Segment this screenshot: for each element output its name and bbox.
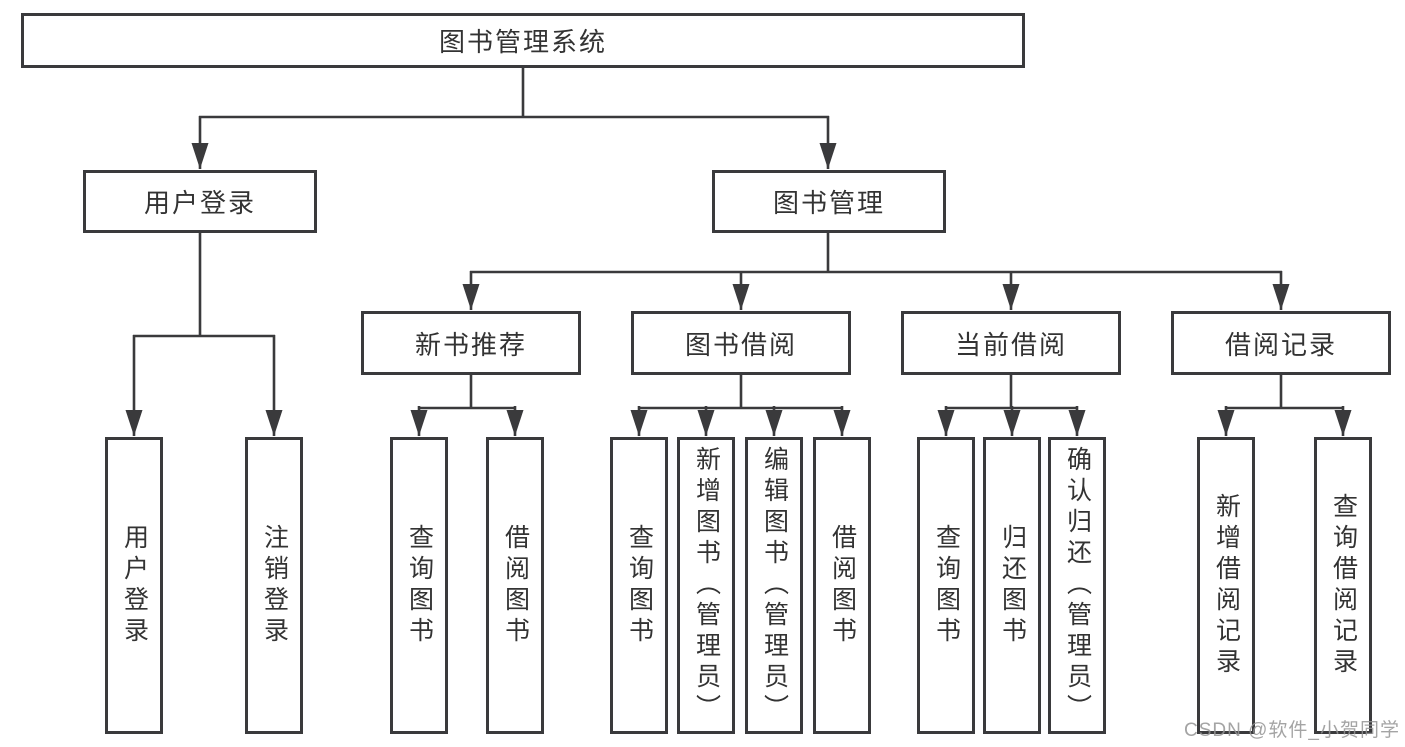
leaf-recommend-query-books: 查询图书 xyxy=(390,437,448,734)
node-current-borrowing-label: 当前借阅 xyxy=(954,329,1067,360)
leaf-borrow-edit-books-admin-label: 编辑图书（管理员） xyxy=(760,446,789,725)
node-borrow-records-label: 借阅记录 xyxy=(1224,329,1337,360)
leaf-recommend-borrow-books: 借阅图书 xyxy=(486,437,544,734)
leaf-borrow-borrow-books: 借阅图书 xyxy=(813,437,871,734)
edges-book-management xyxy=(462,233,1290,310)
node-current-borrowing: 当前借阅 xyxy=(901,311,1121,375)
node-book-management-label: 图书管理 xyxy=(772,188,885,218)
leaf-recommend-query-books-label: 查询图书 xyxy=(405,523,434,648)
leaf-logout-label: 注销登录 xyxy=(260,523,289,648)
leaf-borrow-borrow-books-label: 借阅图书 xyxy=(828,523,857,648)
leaf-borrow-add-books-admin: 新增图书（管理员） xyxy=(677,437,735,734)
leaf-records-add-borrow-record-label: 新增借阅记录 xyxy=(1212,492,1241,679)
leaf-current-confirm-return-admin: 确认归还（管理员） xyxy=(1048,437,1106,734)
node-book-borrowing: 图书借阅 xyxy=(631,311,851,375)
leaf-current-confirm-return-admin-label: 确认归还（管理员） xyxy=(1063,446,1092,725)
leaf-logout: 注销登录 xyxy=(245,437,303,734)
leaf-recommend-borrow-books-label: 借阅图书 xyxy=(501,523,530,648)
leaf-current-return-books-label: 归还图书 xyxy=(998,523,1027,648)
leaf-borrow-query-books-label: 查询图书 xyxy=(625,523,654,648)
csdn-watermark: CSDN @软件_小贺同学 xyxy=(1184,720,1400,741)
node-book-borrowing-label: 图书借阅 xyxy=(684,329,797,360)
edges-user-login xyxy=(125,233,283,436)
leaf-records-query-borrow-record: 查询借阅记录 xyxy=(1314,437,1372,734)
node-root: 图书管理系统 xyxy=(21,13,1025,68)
leaf-records-query-borrow-record-label: 查询借阅记录 xyxy=(1329,492,1358,679)
node-book-management: 图书管理 xyxy=(712,170,946,233)
node-user-login-label: 用户登录 xyxy=(143,188,256,218)
node-new-book-recommend-label: 新书推荐 xyxy=(414,329,527,360)
leaf-current-return-books: 归还图书 xyxy=(983,437,1041,734)
node-new-book-recommend: 新书推荐 xyxy=(361,311,581,375)
leaf-borrow-query-books: 查询图书 xyxy=(610,437,668,734)
leaf-user-login-label: 用户登录 xyxy=(120,523,149,648)
leaf-current-query-books-label: 查询图书 xyxy=(932,523,961,648)
node-root-label: 图书管理系统 xyxy=(438,27,607,57)
leaf-borrow-add-books-admin-label: 新增图书（管理员） xyxy=(692,446,721,725)
edges-book-borrowing xyxy=(630,375,851,436)
leaf-user-login: 用户登录 xyxy=(105,437,163,734)
edges-new-book-recommend xyxy=(410,375,524,436)
leaf-records-add-borrow-record: 新增借阅记录 xyxy=(1197,437,1255,734)
node-borrow-records: 借阅记录 xyxy=(1171,311,1391,375)
edges-root xyxy=(191,68,837,169)
leaf-borrow-edit-books-admin: 编辑图书（管理员） xyxy=(745,437,803,734)
edges-borrow-records xyxy=(1217,375,1352,436)
edges-current-borrowing xyxy=(937,375,1086,436)
node-user-login: 用户登录 xyxy=(83,170,317,233)
leaf-current-query-books: 查询图书 xyxy=(917,437,975,734)
